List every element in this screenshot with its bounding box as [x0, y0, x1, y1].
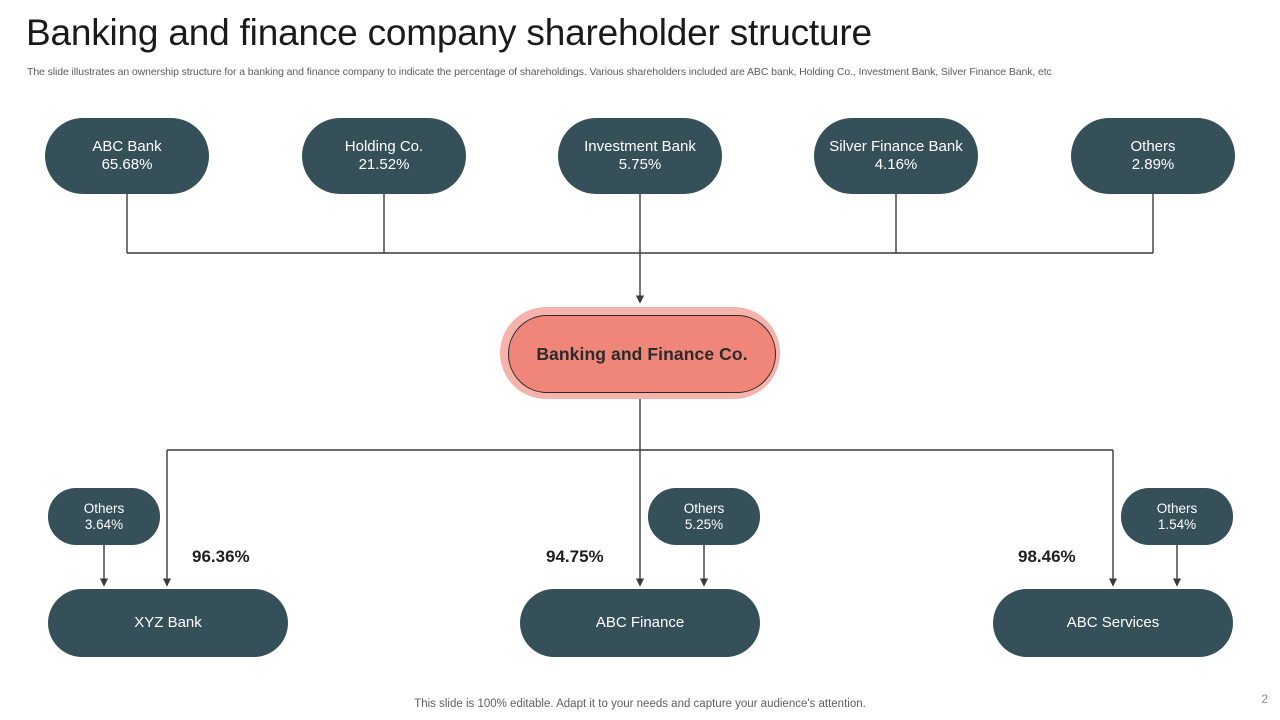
- shareholder-name: Silver Finance Bank: [829, 138, 963, 156]
- shareholder-name: Others: [1130, 138, 1176, 156]
- central-node-label: Banking and Finance Co.: [508, 315, 776, 393]
- shareholder-node-investment-bank[interactable]: Investment Bank 5.75%: [558, 118, 722, 194]
- page-subtitle: The slide illustrates an ownership struc…: [27, 66, 1052, 78]
- shareholder-name: Investment Bank: [584, 138, 696, 156]
- minority-percent: 3.64%: [84, 516, 124, 532]
- minority-percent: 5.25%: [684, 516, 724, 532]
- ownership-label-abc-services: 98.46%: [1018, 547, 1076, 566]
- shareholder-node-holding-co[interactable]: Holding Co. 21.52%: [302, 118, 466, 194]
- shareholder-percent: 2.89%: [1131, 156, 1175, 173]
- minority-node-others-xyz-bank[interactable]: Others 3.64%: [48, 488, 160, 545]
- minority-node-others-abc-finance[interactable]: Others 5.25%: [648, 488, 760, 545]
- shareholder-node-abc-bank[interactable]: ABC Bank 65.68%: [45, 118, 209, 194]
- central-company-node[interactable]: Banking and Finance Co.: [500, 307, 780, 399]
- minority-percent: 1.54%: [1157, 516, 1197, 532]
- subsidiary-node-abc-services[interactable]: ABC Services: [993, 589, 1233, 657]
- page-number: 2: [1261, 692, 1268, 706]
- shareholder-node-others[interactable]: Others 2.89%: [1071, 118, 1235, 194]
- page-title: Banking and finance company shareholder …: [26, 12, 872, 53]
- subsidiary-name: XYZ Bank: [134, 614, 202, 632]
- ownership-label-abc-finance: 94.75%: [546, 547, 604, 566]
- subsidiary-node-abc-finance[interactable]: ABC Finance: [520, 589, 760, 657]
- shareholder-percent: 5.75%: [618, 156, 662, 173]
- shareholder-node-silver-finance-bank[interactable]: Silver Finance Bank 4.16%: [814, 118, 978, 194]
- shareholder-percent: 65.68%: [101, 156, 153, 173]
- ownership-label-xyz-bank: 96.36%: [192, 547, 250, 566]
- minority-name: Others: [83, 500, 125, 516]
- subsidiary-node-xyz-bank[interactable]: XYZ Bank: [48, 589, 288, 657]
- shareholder-percent: 21.52%: [358, 156, 410, 173]
- shareholder-name: ABC Bank: [92, 138, 162, 156]
- subsidiary-name: ABC Finance: [595, 614, 685, 632]
- shareholder-name: Holding Co.: [344, 138, 424, 156]
- shareholder-percent: 4.16%: [874, 156, 918, 173]
- footer-note: This slide is 100% editable. Adapt it to…: [414, 698, 866, 710]
- minority-name: Others: [683, 500, 725, 516]
- minority-name: Others: [1156, 500, 1198, 516]
- minority-node-others-abc-services[interactable]: Others 1.54%: [1121, 488, 1233, 545]
- subsidiary-name: ABC Services: [1066, 614, 1160, 632]
